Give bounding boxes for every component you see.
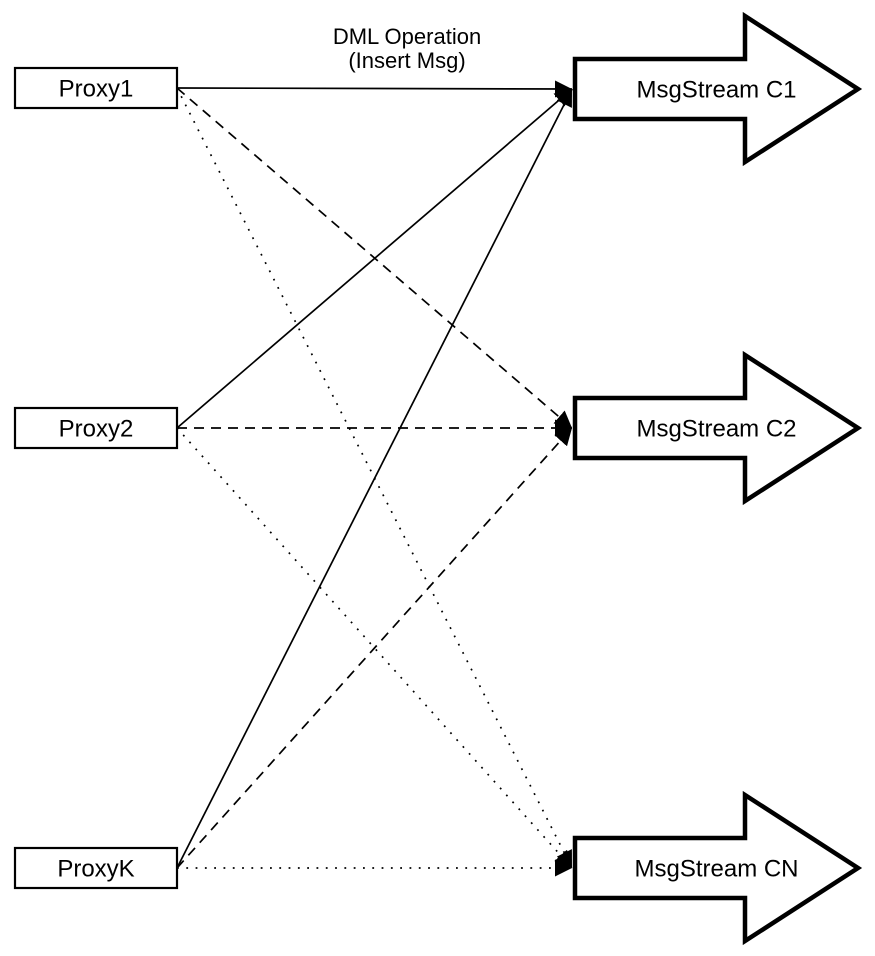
stream-node-cn: MsgStream CN: [572, 790, 863, 946]
diagram-title-line1: DML Operation: [333, 24, 481, 49]
stream-label-cn: MsgStream CN: [634, 856, 798, 883]
diagram-title-line2: (Insert Msg): [348, 48, 465, 73]
edge-proxy1-c1-solid: [176, 80, 573, 98]
stream-arrow-shape-c2: [572, 350, 863, 506]
proxy-node-proxy2: Proxy2: [13, 406, 179, 450]
edge-proxy1-cn-dotted: [176, 87, 573, 869]
proxy-label-proxy2: Proxy2: [59, 416, 134, 443]
proxy-box-proxy2: [13, 406, 179, 450]
proxy-label-proxy1: Proxy1: [59, 76, 134, 103]
stream-arrow-shape-c1: [572, 11, 863, 167]
proxy-box-proxy1: [13, 66, 179, 110]
proxy-label-proxyK: ProxyK: [57, 856, 134, 883]
proxy-node-proxyK: ProxyK: [13, 846, 179, 890]
stream-arrow-shape-cn: [572, 790, 863, 946]
proxy-box-proxyK: [13, 846, 179, 890]
edge-proxy1-c2-dashed: [176, 87, 573, 429]
edge-proxyK-c2-dashed: [176, 427, 573, 869]
stream-node-c2: MsgStream C2: [572, 350, 863, 506]
proxy-node-proxy1: Proxy1: [13, 66, 179, 110]
edge-lines-layer: [176, 80, 573, 877]
stream-label-c2: MsgStream C2: [636, 416, 796, 443]
stream-node-c1: MsgStream C1: [572, 11, 863, 167]
stream-label-c1: MsgStream C1: [636, 77, 796, 104]
